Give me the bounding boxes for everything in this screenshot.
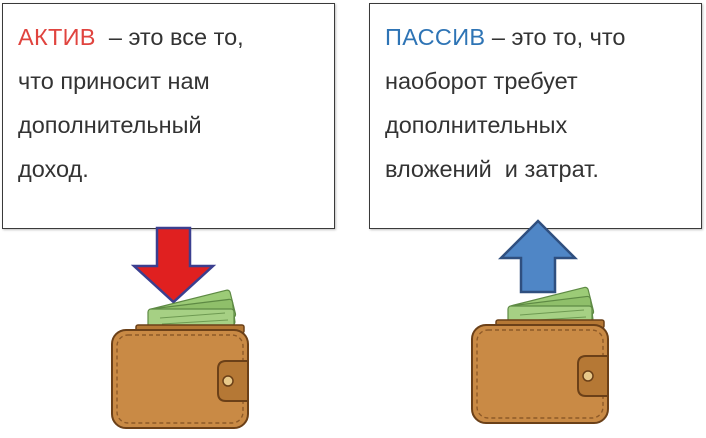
asset-line-1: АКТИВ – это все то,	[18, 15, 326, 59]
wallet-right-icon	[471, 286, 609, 424]
arrow-down-icon	[130, 226, 217, 304]
liability-line-4: вложений и затрат.	[385, 156, 599, 182]
liability-line-1-rest: – это то, что	[485, 24, 626, 50]
liability-term: ПАССИВ	[385, 24, 486, 50]
arrow-up-icon	[497, 219, 579, 294]
asset-term: АКТИВ	[18, 24, 96, 50]
liability-line-2: наоборот требует	[385, 68, 578, 94]
liability-definition-text: ПАССИВ – это то, что наоборот требует до…	[385, 15, 693, 191]
wallet-left-icon	[111, 289, 249, 429]
asset-line-4: доход.	[18, 156, 89, 182]
asset-definition-box: АКТИВ – это все то, что приносит нам доп…	[2, 3, 335, 229]
liability-definition-box: ПАССИВ – это то, что наоборот требует до…	[369, 3, 702, 229]
asset-definition-text: АКТИВ – это все то, что приносит нам доп…	[18, 15, 326, 191]
liability-line-3: дополнительных	[385, 112, 568, 138]
asset-line-2: что приносит нам	[18, 68, 210, 94]
asset-line-1-rest: – это все то,	[95, 24, 244, 50]
liability-line-1: ПАССИВ – это то, что	[385, 15, 693, 59]
asset-line-3: дополнительный	[18, 112, 202, 138]
